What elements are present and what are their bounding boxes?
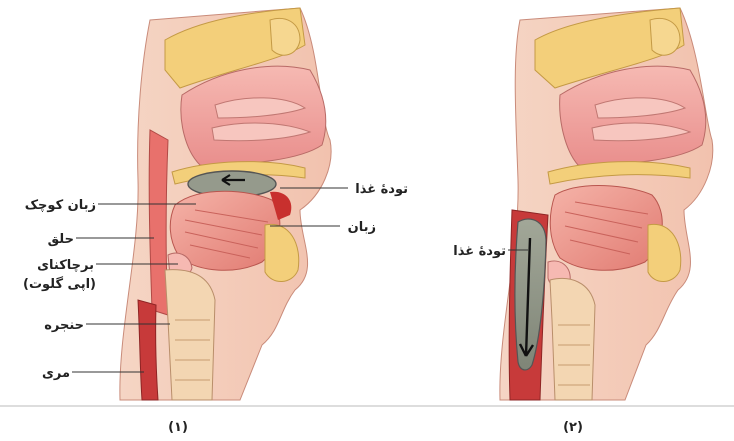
caption-figure-2: (۲) [563,420,583,435]
figure-2: تودهٔ غذا [453,8,713,400]
larynx [550,278,595,400]
label-larynx: حنجره [44,318,84,333]
label-uvula: زبان کوچک [25,198,96,213]
label-esophagus: مری [42,366,70,381]
label-bolus: تودهٔ غذا [453,244,506,259]
figure-1: زبان کوچک حلق برچاکنای (اپی گلوت) حنجره … [23,8,408,400]
label-epiglottis-sub: (اپی گلوت) [23,276,96,292]
label-epiglottis: برچاکنای [37,258,94,273]
tongue-muscle [550,186,662,271]
label-tongue: زبان [348,220,376,235]
label-pharynx: حلق [48,232,74,247]
caption-figure-1: (۱) [168,420,188,435]
label-bolus: تودهٔ غذا [355,182,408,197]
pharynx-wall [149,130,168,315]
esophagus [138,300,158,400]
